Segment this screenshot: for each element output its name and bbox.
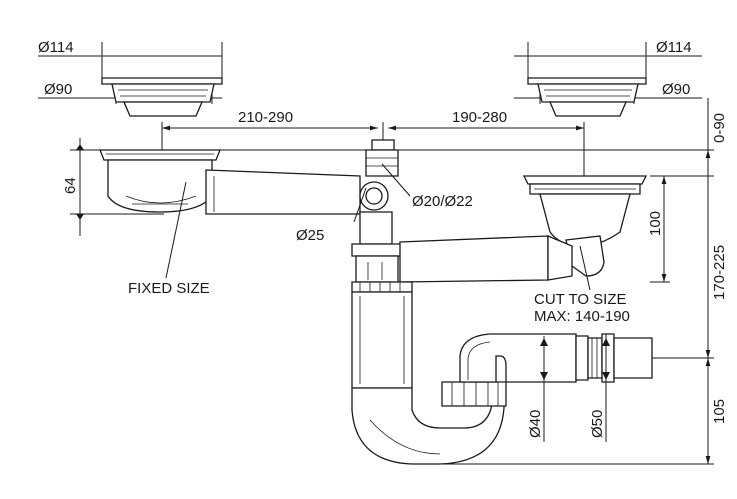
note-fixed-size: FIXED SIZE — [128, 280, 210, 297]
dim-outlet-inner: Ø40 — [527, 410, 544, 438]
left-strainer-bowl — [99, 149, 221, 213]
note-cut-to-size: CUT TO SIZE — [534, 291, 627, 308]
left-branch-pipe — [205, 169, 361, 215]
dim-overflow-diameter: Ø25 — [296, 227, 324, 244]
dim-trap-height: 105 — [711, 399, 728, 424]
dim-top-left-outer: Ø114 — [38, 39, 74, 56]
span-dimension-lines — [161, 122, 585, 176]
outlet-elbow — [459, 333, 577, 383]
dim-top-right-inner: Ø90 — [662, 81, 690, 98]
top-right-strainer-view — [514, 42, 702, 117]
leader-lines — [353, 163, 411, 223]
right-branch-pipe — [399, 235, 573, 283]
trap-body — [351, 281, 413, 389]
dim-right-depth: 100 — [647, 211, 664, 236]
u-bend — [351, 387, 505, 465]
right-strainer-bowl — [522, 175, 648, 277]
outlet-connector — [575, 333, 653, 383]
leader-cut-to-size — [579, 245, 591, 291]
overflow-fitting — [351, 139, 403, 283]
leader-fixed-size — [165, 181, 187, 279]
dim-offset-right: 0-90 — [711, 113, 728, 143]
trap-nut — [441, 381, 507, 407]
dim-branch-diameter: Ø20/Ø22 — [412, 193, 473, 210]
dim-span-left: 210-290 — [238, 109, 293, 126]
dim-top-left-inner: Ø90 — [44, 81, 72, 98]
top-left-strainer-view — [38, 42, 223, 117]
dim-outlet-outer: Ø50 — [589, 410, 606, 438]
note-max-length: MAX: 140-190 — [534, 308, 630, 325]
dim-left-depth: 64 — [62, 177, 79, 194]
dim-span-right: 190-280 — [452, 109, 507, 126]
dim-top-right-outer: Ø114 — [656, 39, 692, 56]
dim-right-height: 170-225 — [711, 245, 728, 300]
